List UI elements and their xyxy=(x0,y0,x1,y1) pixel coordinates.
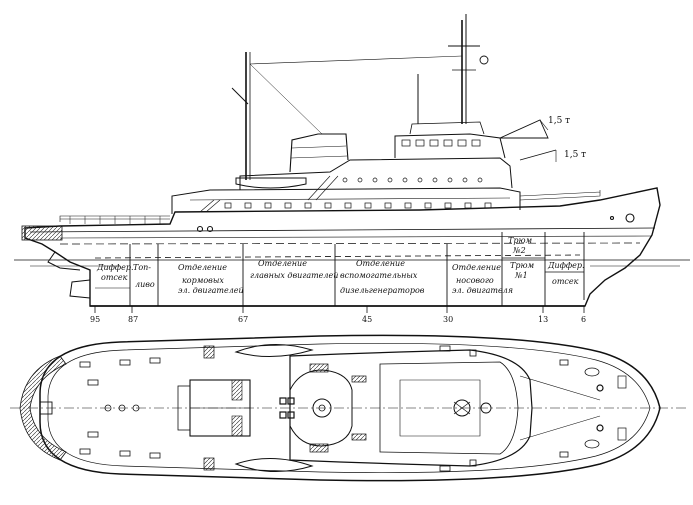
frame-number: 13 xyxy=(538,315,548,324)
crane-label-lower: 1,5 т xyxy=(564,150,586,160)
plan-view xyxy=(10,334,688,482)
hold-1-label-2: №1 xyxy=(514,271,528,280)
bow-thruster-label-3: эл. двигателя xyxy=(452,286,513,295)
compartment-labels: Диффер. отсек Топ- ливо Отделение кормов… xyxy=(96,236,585,295)
aft-motor-room-label-3: эл. двигателей xyxy=(178,286,244,295)
side-elevation xyxy=(14,14,690,307)
aft-peak-label-1: Диффер. xyxy=(96,263,134,272)
deck-outline xyxy=(39,334,661,482)
hold-2-label-1: Трюм xyxy=(508,236,533,245)
frame-number: 87 xyxy=(128,315,138,324)
main-engine-room-label-1: Отделение xyxy=(258,259,307,268)
aux-gen-room-label-3: дизельгенераторов xyxy=(340,286,425,295)
frame-numbers: 95 87 67 45 30 13 6 xyxy=(90,315,586,324)
aft-motor-room-label-2: кормовых xyxy=(182,276,224,285)
aft-peak-label-2: отсек xyxy=(101,273,128,282)
aux-gen-room-label-1: Отделение xyxy=(356,259,405,268)
fuel-label-2: ливо xyxy=(135,280,155,289)
frame-number: 95 xyxy=(90,315,100,324)
bow-thruster-label-2: носового xyxy=(456,276,494,285)
hold-1-label-1: Трюм xyxy=(510,261,535,270)
frame-number: 67 xyxy=(238,315,248,324)
frame-number: 30 xyxy=(443,315,453,324)
crane-label-upper: 1,5 т xyxy=(548,116,570,126)
frame-number: 6 xyxy=(581,315,586,324)
hold-2-label-2: №2 xyxy=(512,246,526,255)
bow-thruster-label-1: Отделение xyxy=(452,263,501,272)
fore-peak-label-2: отсек xyxy=(552,277,579,286)
frame-ticks xyxy=(94,306,585,313)
frame-number: 45 xyxy=(362,315,372,324)
aft-motor-room-label-1b: Отделение xyxy=(178,263,227,272)
aux-gen-room-label-2: вспомогательных xyxy=(340,271,418,280)
fore-peak-label-1: Диффер. xyxy=(547,261,585,270)
fuel-label-1: Топ- xyxy=(133,263,151,272)
hull-outline xyxy=(24,187,661,307)
main-engine-room-label-2: главных двигателей xyxy=(250,271,338,280)
